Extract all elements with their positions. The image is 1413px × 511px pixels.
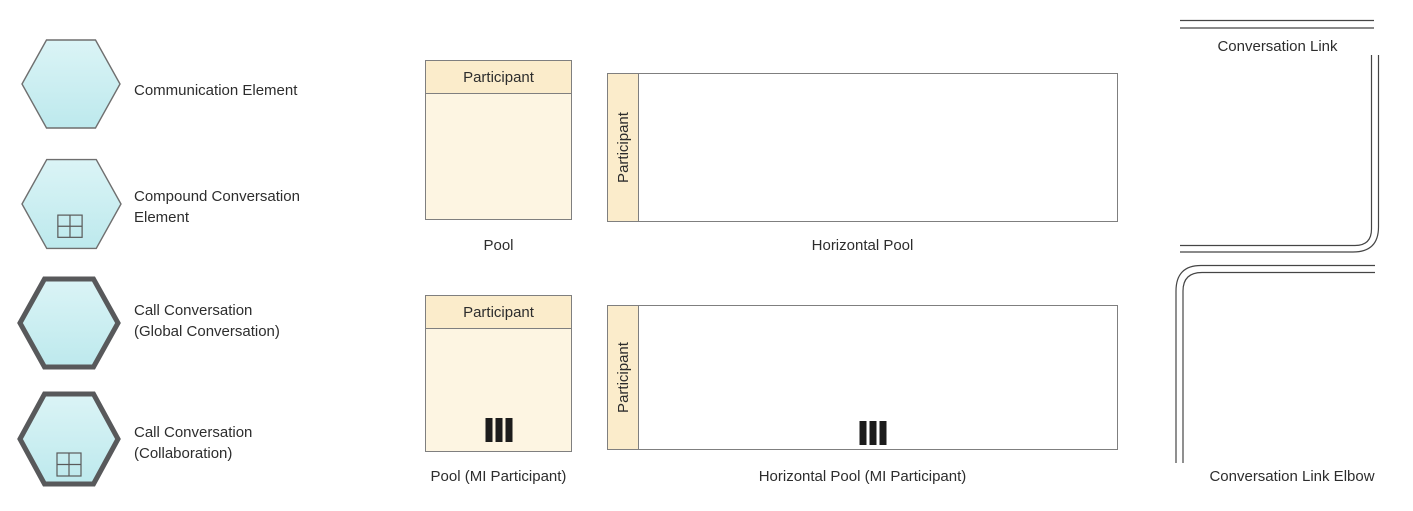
horizontal-pool-shape[interactable]: Participant bbox=[607, 73, 1118, 222]
label-line: (Collaboration) bbox=[134, 445, 233, 462]
three-vertical-bars-icon bbox=[859, 421, 886, 445]
conversation-link-shape[interactable] bbox=[1180, 19, 1374, 29]
grid-square-icon bbox=[57, 214, 83, 238]
label-line: Call Conversation bbox=[134, 302, 253, 319]
pool-participant-header: Participant bbox=[426, 61, 571, 94]
label-line: Communication Element bbox=[134, 82, 298, 99]
label-line: Call Conversation bbox=[134, 424, 253, 441]
conversation-link-label: Conversation Link bbox=[1217, 38, 1338, 55]
horizontal-pool-participant-header: Participant bbox=[608, 74, 639, 221]
participant-label: Participant bbox=[463, 303, 534, 321]
participant-label: Participant bbox=[614, 112, 632, 183]
pool-participant-header: Participant bbox=[426, 296, 571, 329]
horizontal-pool-mi-participant-shape[interactable]: Participant bbox=[607, 305, 1118, 450]
call-conversation-collaboration-label: Call Conversation (Collaboration) bbox=[134, 422, 252, 464]
three-vertical-bars-icon bbox=[485, 418, 512, 442]
pool-caption: Pool bbox=[483, 237, 514, 254]
conversation-link-elbow-label: Conversation Link Elbow bbox=[1209, 468, 1375, 485]
call-conversation-collaboration-shape[interactable] bbox=[17, 391, 121, 487]
label-line: Compound Conversation bbox=[134, 188, 300, 205]
participant-label: Participant bbox=[614, 342, 632, 413]
conversation-link-elbow-down-left-shape[interactable] bbox=[1180, 55, 1380, 253]
call-conversation-global-shape[interactable] bbox=[17, 276, 121, 370]
horizontal-pool-mi-caption: Horizontal Pool (MI Participant) bbox=[758, 468, 967, 485]
horizontal-pool-caption: Horizontal Pool bbox=[811, 237, 914, 254]
communication-element-shape[interactable] bbox=[21, 39, 121, 129]
communication-element-label: Communication Element bbox=[134, 80, 297, 101]
pool-mi-participant-shape[interactable]: Participant bbox=[425, 295, 572, 452]
pool-mi-caption: Pool (MI Participant) bbox=[430, 468, 567, 485]
horizontal-pool-participant-header: Participant bbox=[608, 306, 639, 449]
participant-label: Participant bbox=[463, 68, 534, 86]
compound-conversation-element-shape[interactable] bbox=[21, 158, 122, 250]
label-line: Element bbox=[134, 209, 190, 226]
conversation-links-graphics bbox=[1175, 19, 1380, 464]
grid-square-icon bbox=[56, 452, 82, 477]
label-line: (Global Conversation) bbox=[134, 323, 280, 340]
conversation-link-elbow-left-down-shape[interactable] bbox=[1175, 264, 1375, 464]
pool-shape[interactable]: Participant bbox=[425, 60, 572, 220]
call-conversation-global-label: Call Conversation (Global Conversation) bbox=[134, 300, 280, 342]
